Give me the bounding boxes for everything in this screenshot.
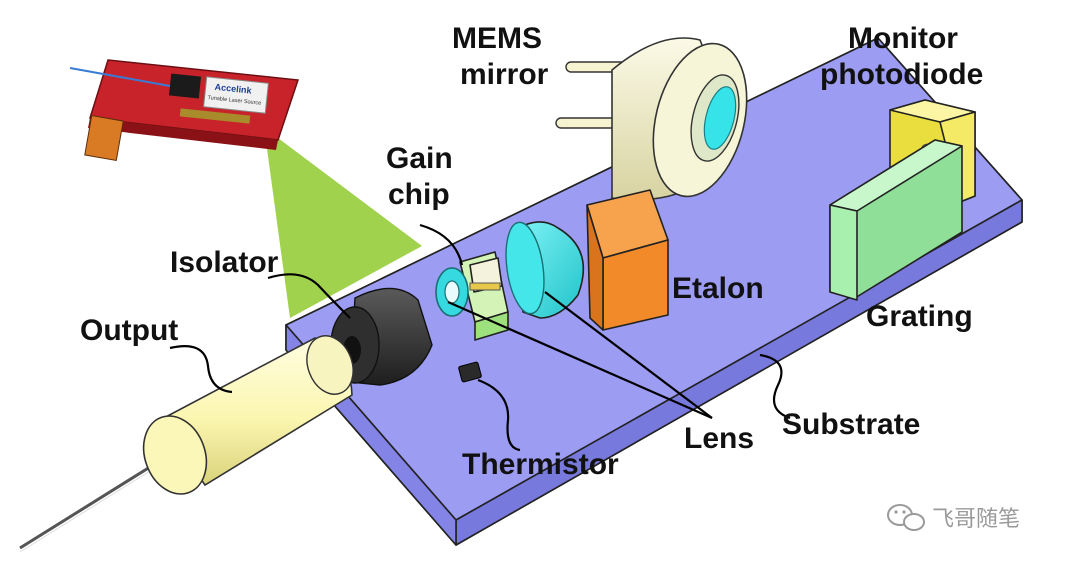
label-mems-line1: MEMS	[452, 22, 542, 55]
pcb-module: Accelink Tunable Laser Source	[70, 60, 298, 160]
leader-output	[170, 346, 232, 392]
output-collimator	[20, 329, 361, 552]
watermark: 飞哥随笔	[888, 505, 1020, 532]
label-monitor-line2: photodiode	[820, 58, 983, 91]
wechat-icon	[888, 505, 924, 530]
label-grating: Grating	[866, 300, 973, 333]
label-substrate: Substrate	[782, 408, 920, 441]
label-isolator: Isolator	[170, 246, 279, 279]
watermark-text: 飞哥随笔	[932, 507, 1020, 532]
label-monitor-line1: Monitor	[848, 22, 958, 55]
etalon	[587, 190, 668, 330]
label-lens: Lens	[684, 422, 754, 455]
label-mems-line2: mirror	[460, 58, 549, 91]
label-gain-line1: Gain	[386, 142, 453, 175]
label-gain-line2: chip	[388, 178, 450, 211]
label-etalon: Etalon	[672, 272, 764, 305]
label-thermistor: Thermistor	[462, 448, 619, 481]
label-output: Output	[80, 314, 178, 347]
